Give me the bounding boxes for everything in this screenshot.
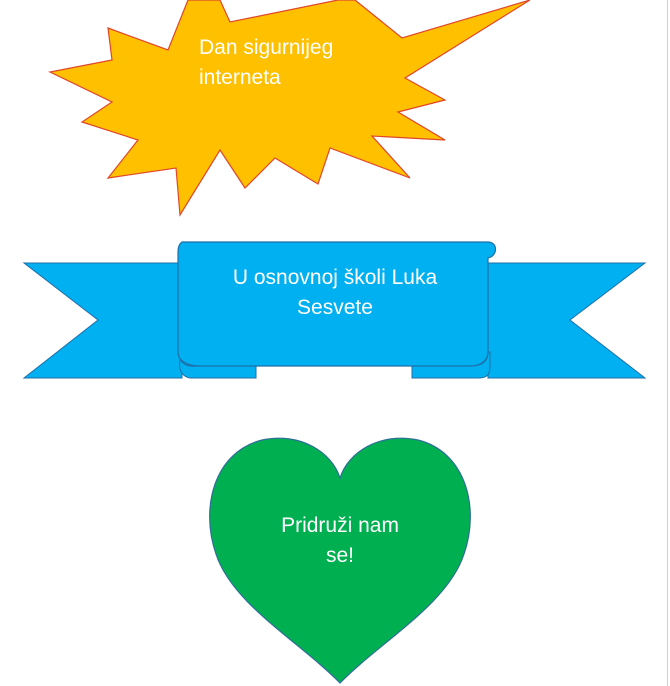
ribbon-right-curl	[469, 351, 489, 367]
heart-text-line-1: Pridruži nam	[281, 514, 399, 537]
ribbon-right-tail[interactable]	[487, 262, 647, 379]
explosion-text-line-2: interneta	[199, 66, 281, 89]
ribbon-text-line-2: Sesvete	[297, 296, 373, 319]
ribbon-left-tail[interactable]	[22, 262, 183, 379]
heart-shape[interactable]	[209, 437, 471, 684]
heart-text-line-2: se!	[325, 544, 354, 567]
page-edge-divider	[667, 0, 668, 686]
ribbon-text-line-1: U osnovnoj školi Luka	[232, 266, 438, 289]
explosion-text-line-1: Dan sigurnijeg	[199, 36, 334, 59]
explosion-shape[interactable]	[48, 0, 531, 217]
heart-text[interactable]: Pridruži nam se!	[230, 511, 450, 571]
ribbon-left-curl	[177, 351, 201, 367]
explosion-text[interactable]: Dan sigurnijeg interneta	[199, 33, 399, 93]
ribbon-text[interactable]: U osnovnoj školi Luka Sesvete	[180, 263, 490, 323]
